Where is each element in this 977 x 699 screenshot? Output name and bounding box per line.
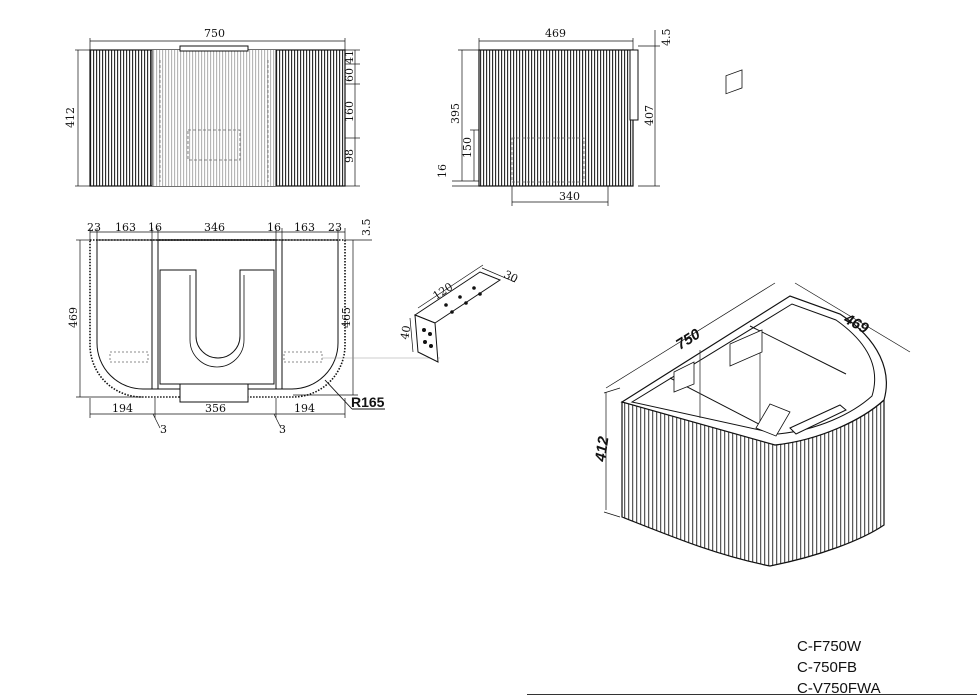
- top-dim-5: 163: [294, 221, 315, 234]
- front-dim-98: 98: [343, 149, 356, 163]
- radius-label: R165: [351, 394, 385, 410]
- side-dim-16: 16: [436, 164, 449, 178]
- bottom-dim-0: 194: [112, 402, 133, 415]
- front-height-label: 412: [64, 107, 77, 128]
- side-width-label: 469: [545, 27, 566, 40]
- top-dim-6: 23: [328, 221, 342, 234]
- side-dim-150: 150: [461, 137, 474, 158]
- side-dim-4-5: 4.5: [660, 29, 673, 47]
- iso-top-rim: [620, 295, 887, 446]
- bracket-dim-30: 30: [502, 268, 520, 286]
- top-dim-1: 163: [115, 221, 136, 234]
- top-dim-465: 465: [340, 307, 353, 328]
- bottom-dim-2: 194: [294, 402, 315, 415]
- model-codes: C-F750W C-750FB C-V750FWA: [797, 636, 881, 699]
- top-cabinet-outline: [89, 239, 346, 398]
- bottom-dim-1: 356: [205, 402, 226, 415]
- model-code: C-750FB: [797, 659, 858, 676]
- bottom-dim-3a: 3: [160, 423, 167, 436]
- top-dim-2: 16: [148, 221, 162, 234]
- top-dim-3-5: 3.5: [360, 219, 373, 237]
- model-code: C-F750W: [797, 638, 862, 655]
- model-code: C-V750FWA: [797, 680, 881, 697]
- front-dim-41: 41: [343, 50, 356, 64]
- front-view: 750 412 41 60 160 98: [64, 27, 360, 187]
- front-dim-60: 60: [343, 68, 356, 82]
- side-dim-395: 395: [449, 103, 462, 124]
- bracket-dim-40: 40: [398, 324, 413, 340]
- top-dim-4: 16: [267, 221, 281, 234]
- side-dim-340: 340: [559, 190, 580, 203]
- top-dim-3: 346: [204, 221, 225, 234]
- side-dim-407: 407: [643, 105, 656, 126]
- top-dim-469: 469: [67, 307, 80, 328]
- title-block-line: [527, 694, 977, 695]
- bottom-dim-3b: 3: [279, 423, 286, 436]
- side-view: 469 4.5 407 395 150 16 340: [436, 27, 673, 206]
- isometric-view: 412 750 469: [592, 69, 911, 567]
- side-cabinet-body: [478, 49, 634, 187]
- iso-height-label: 412: [592, 435, 613, 464]
- top-view: 23 163 16 346 16 163 23 3.5 469 465 194 …: [67, 219, 440, 436]
- top-dim-0: 23: [87, 221, 101, 234]
- front-width-label: 750: [204, 27, 225, 40]
- front-dim-160: 160: [343, 101, 356, 122]
- iso-width-label: 750: [673, 325, 704, 353]
- wall-bracket-detail: 30 120 40: [398, 264, 520, 363]
